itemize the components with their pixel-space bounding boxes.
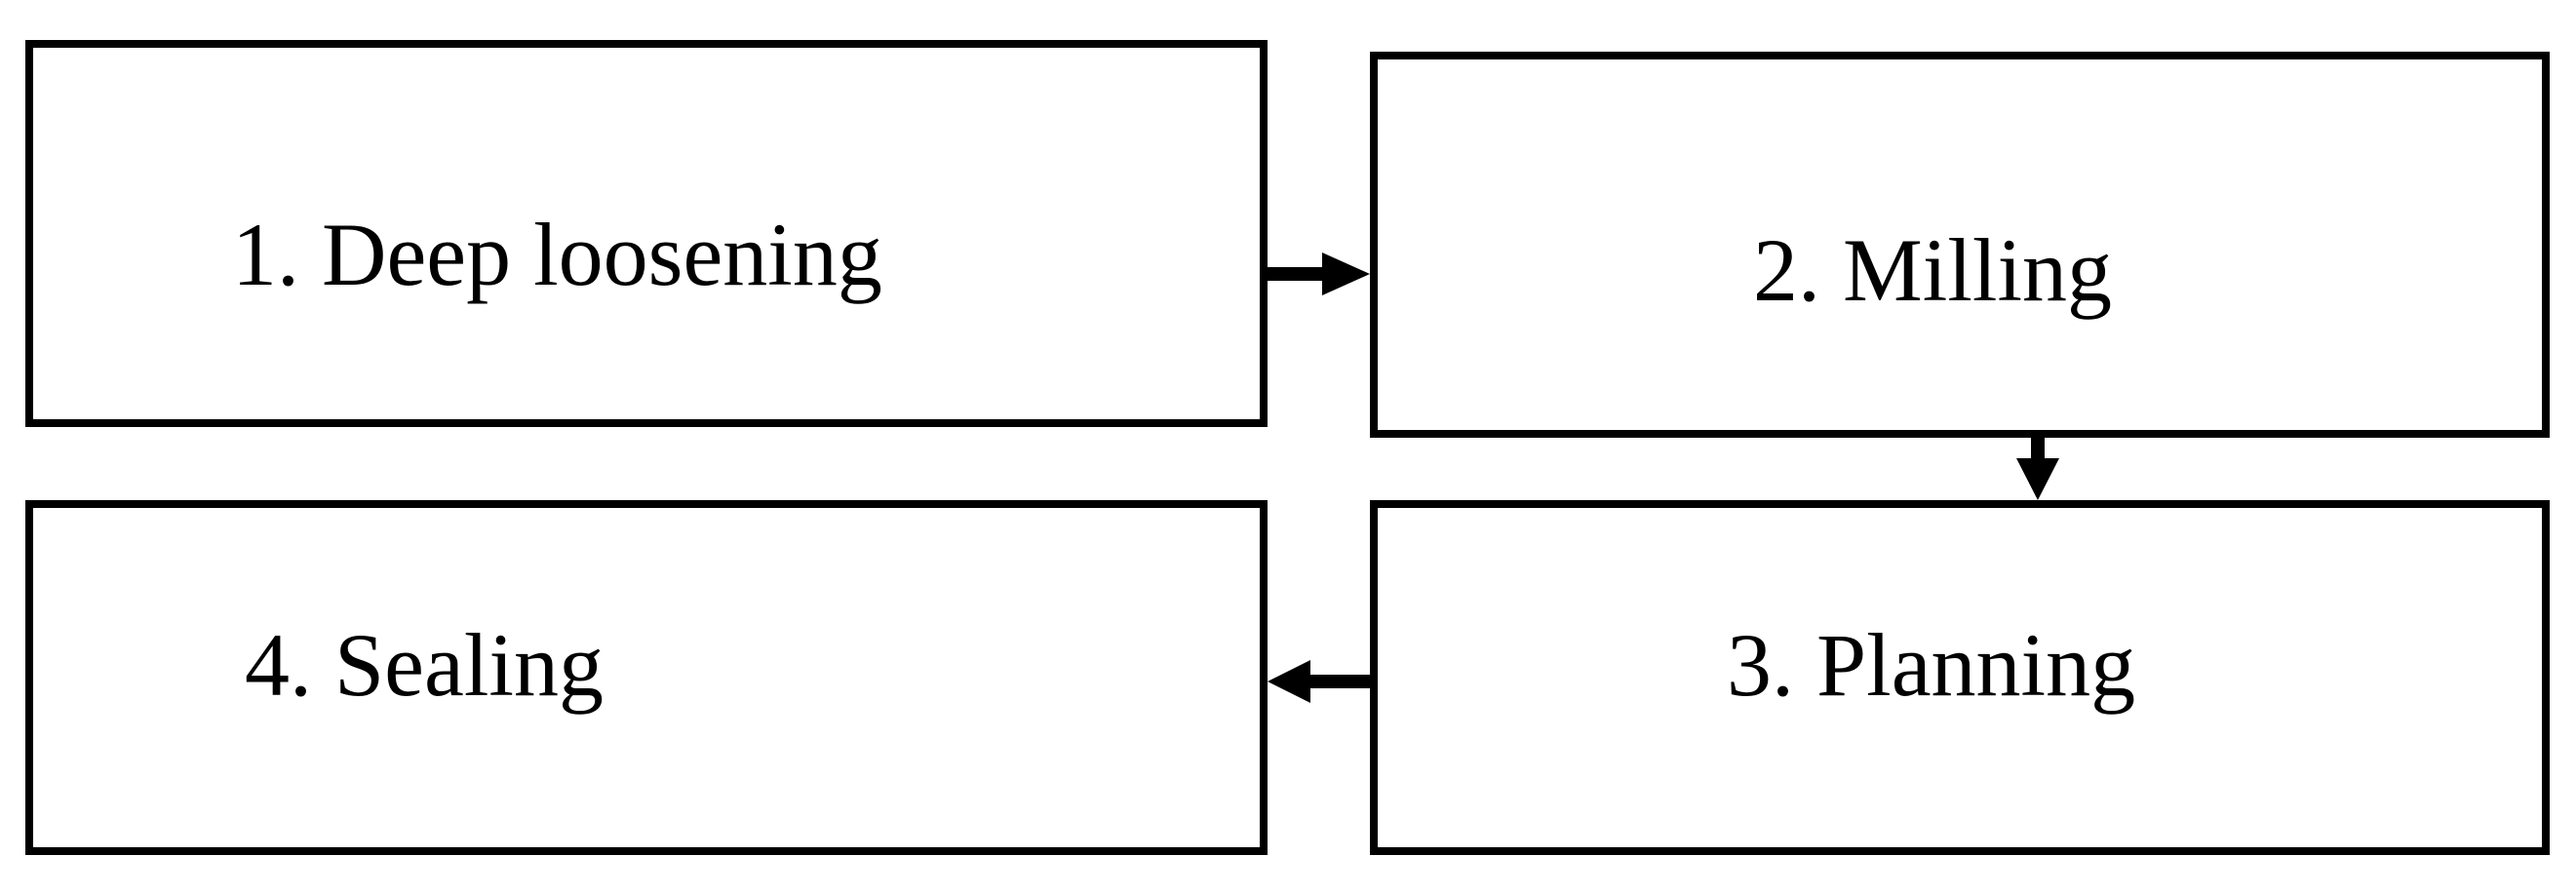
arrow-milling-to-planning	[2016, 438, 2059, 500]
step-box-planning: 3. Planning	[1370, 500, 2550, 855]
step-box-milling: 2. Milling	[1370, 52, 2550, 438]
arrow-head	[1322, 253, 1370, 295]
step-box-sealing: 4. Sealing	[25, 500, 1268, 855]
step-label-planning: 3. Planning	[1727, 615, 2136, 715]
step-label-deep-loosening: 1. Deep loosening	[232, 205, 882, 304]
arrow-head	[1268, 660, 1310, 703]
arrow-deep-loosening-to-milling	[1268, 253, 1370, 295]
step-label-sealing: 4. Sealing	[245, 615, 604, 715]
step-box-deep-loosening: 1. Deep loosening	[25, 40, 1268, 427]
step-label-milling: 2. Milling	[1753, 220, 2113, 320]
arrow-head	[2016, 458, 2059, 500]
arrow-planning-to-sealing	[1268, 660, 1370, 703]
